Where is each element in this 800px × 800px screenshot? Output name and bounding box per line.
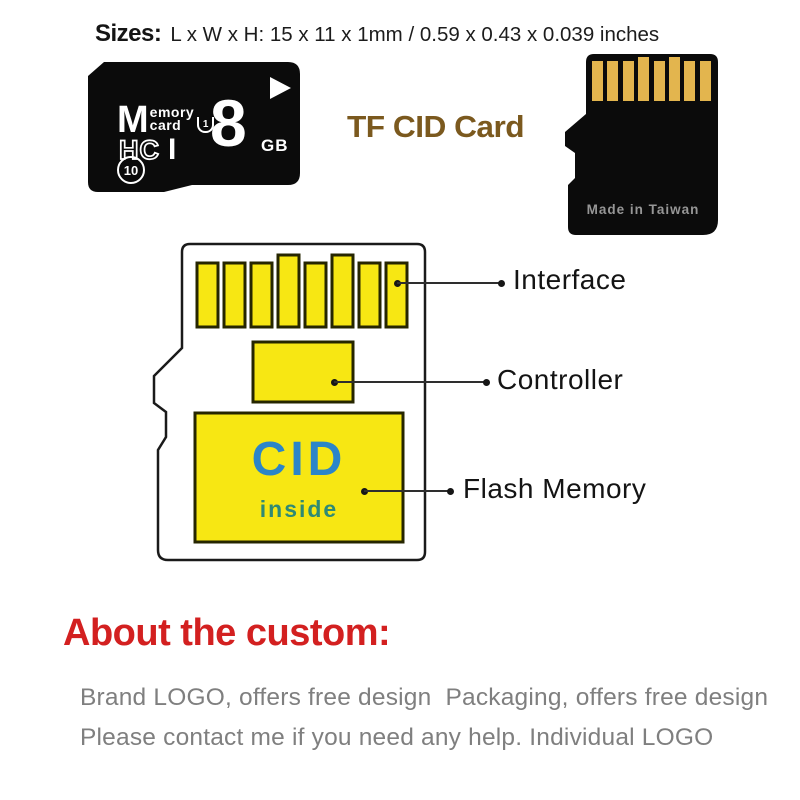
- capacity-unit: GB: [261, 136, 289, 155]
- logo-stack: emory card: [149, 104, 195, 133]
- gold-contact-pins: [592, 57, 711, 101]
- interface-label: Interface: [513, 264, 627, 295]
- controller-callout-line: [334, 381, 486, 383]
- sd-card-front-photo: M emory card 1 HC I 8 GB 10: [88, 60, 300, 200]
- sizes-value: L x W x H: 15 x 11 x 1mm / 0.59 x 0.43 x…: [170, 23, 660, 46]
- flash-callout-line: [364, 490, 450, 492]
- flash-memory-block: [193, 411, 405, 544]
- flash-memory-label: Flash Memory: [463, 473, 647, 504]
- controller-callout-end-dot: [483, 379, 490, 386]
- about-text-line2: Please contact me if you need any help. …: [80, 724, 714, 751]
- card-internals-diagram: CID inside: [150, 238, 430, 568]
- controller-label: Controller: [497, 364, 624, 395]
- logo-card: card: [149, 117, 182, 133]
- logo-m: M: [117, 99, 149, 141]
- sd-card-back-shape: [565, 54, 718, 235]
- class10-icon: 10: [117, 156, 145, 184]
- product-title: TF CID Card: [347, 109, 525, 144]
- uhs1-icon: 1: [197, 117, 215, 133]
- interface-callout-line: [397, 282, 501, 284]
- sizes-label: Sizes:: [95, 20, 162, 47]
- diagram-card-outline: [152, 242, 427, 562]
- about-heading: About the custom:: [63, 612, 391, 654]
- controller-block: [251, 340, 355, 404]
- play-triangle-icon: [270, 77, 291, 99]
- interface-callout-end-dot: [498, 280, 505, 287]
- interface-pins: [195, 253, 409, 329]
- flash-callout-end-dot: [447, 488, 454, 495]
- cid-chip-text: CID: [251, 433, 347, 486]
- about-text-line1: Brand LOGO, offers free design Packaging…: [80, 684, 769, 711]
- capacity-number: 8: [210, 86, 247, 160]
- memory-card-logo: M emory card 1: [117, 99, 215, 141]
- sizes-line: Sizes: L x W x H: 15 x 11 x 1mm / 0.59 x…: [95, 20, 659, 48]
- made-in-taiwan-text: Made in Taiwan: [586, 202, 700, 217]
- sd-card-back-photo: Made in Taiwan: [565, 50, 725, 240]
- logo-emory: emory: [149, 104, 195, 120]
- cid-inside-text: inside: [259, 496, 339, 522]
- uhs-bus-mark: I: [168, 133, 177, 166]
